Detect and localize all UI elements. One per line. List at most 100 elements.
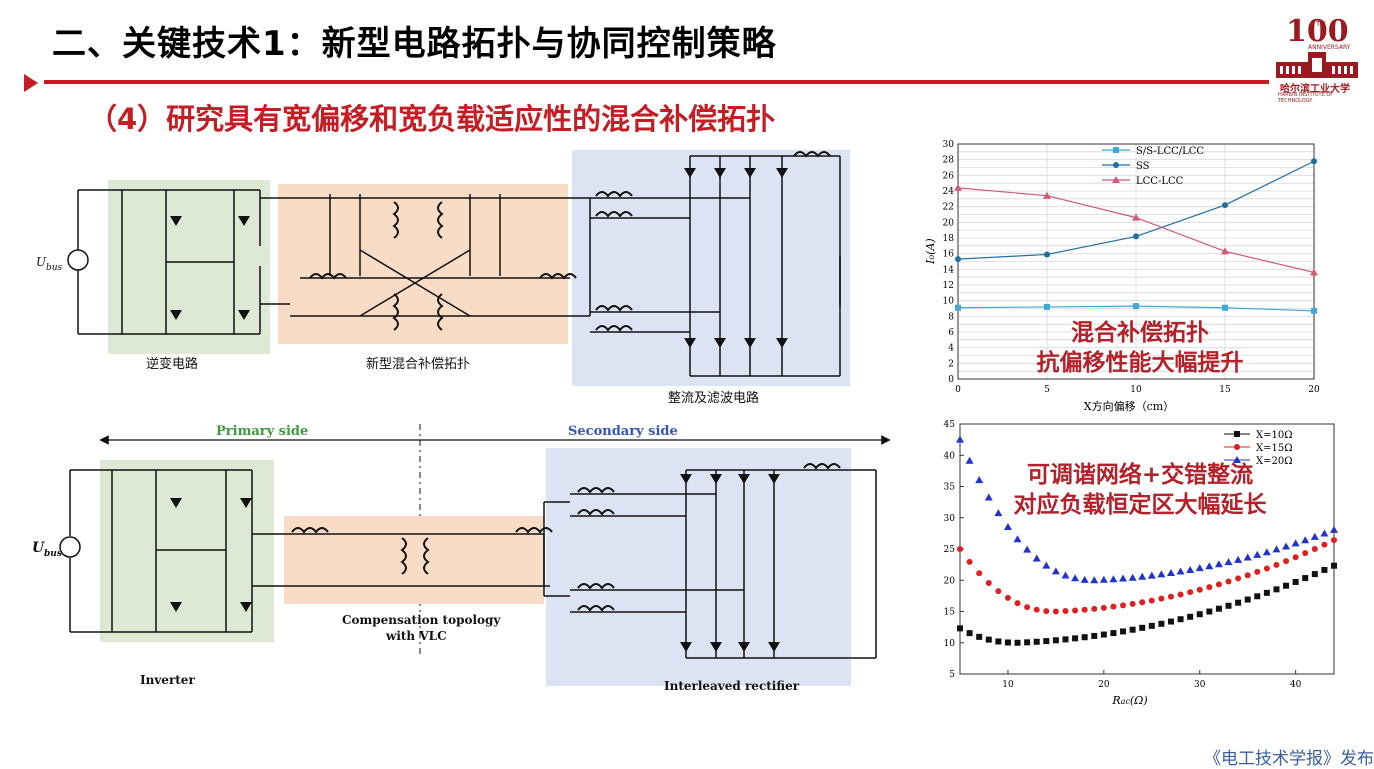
data-point (1311, 307, 1317, 314)
data-point (1273, 561, 1280, 568)
y-tick-label: 40 (944, 451, 956, 461)
data-point (1253, 550, 1262, 558)
y-axis-label: Io(A) (924, 238, 937, 265)
chart2-annotation: 可调谐网络+交错整流 对应负载恒定区大幅延长 (980, 460, 1300, 520)
data-point (1177, 616, 1184, 623)
legend-marker (1113, 147, 1119, 153)
data-point (1263, 589, 1270, 596)
logo-number: 100 (1286, 14, 1349, 49)
data-point (1158, 595, 1165, 602)
logo-suffix: TH (1316, 20, 1326, 28)
data-point (1320, 529, 1329, 537)
data-point (1043, 191, 1051, 199)
x-axis-label: Rac(Ω) (1111, 694, 1147, 707)
data-point (1235, 599, 1242, 606)
data-point (1235, 575, 1242, 582)
data-point (955, 304, 961, 311)
data-point (1254, 593, 1261, 600)
university-logo: 100 TH ANNIVERSARY 哈尔滨工业大学 HARBIN INSTIT… (1272, 14, 1362, 104)
data-point (1292, 578, 1299, 585)
data-point (1138, 572, 1147, 580)
data-point (1132, 213, 1140, 221)
data-point (1206, 608, 1213, 615)
bottom-circuit-diagram: Primary side Secondary side U bus Invert… (32, 424, 891, 693)
data-point (1013, 535, 1022, 543)
y-tick-label: 28 (943, 156, 955, 166)
chart1-annotation: 混合补偿拓扑 抗偏移性能大幅提升 (1010, 318, 1270, 378)
data-point (1024, 604, 1031, 611)
data-point (1157, 570, 1166, 578)
data-point (1033, 606, 1040, 613)
x-tick-label: 10 (1002, 680, 1014, 690)
data-point (1128, 573, 1137, 581)
y-tick-label: 8 (948, 312, 954, 322)
logo-name-en: HARBIN INSTITUTE OF TECHNOLOGY (1278, 92, 1334, 104)
data-point (1139, 599, 1146, 606)
data-point (1043, 638, 1050, 645)
chart2-annotation-line2: 对应负载恒定区大幅延长 (1013, 492, 1267, 518)
x-tick-label: 30 (1194, 680, 1206, 690)
data-point (976, 633, 983, 640)
data-point (1129, 600, 1136, 607)
data-point (985, 636, 992, 643)
data-point (1186, 565, 1195, 573)
x-tick-label: 40 (1290, 680, 1302, 690)
data-point (1321, 541, 1328, 548)
y-tick-label: 20 (943, 218, 955, 228)
data-point (1330, 525, 1338, 533)
data-point (1051, 567, 1060, 575)
data-point (1091, 605, 1098, 612)
y-tick-label: 30 (943, 140, 955, 150)
label-compensation-2: with VLC (385, 629, 447, 643)
data-point (975, 476, 984, 484)
legend-label: X=20Ω (1256, 456, 1293, 467)
data-point (1044, 303, 1050, 310)
data-point (1032, 554, 1041, 562)
data-point (1301, 536, 1310, 544)
data-point (957, 625, 963, 632)
data-point (1177, 591, 1184, 598)
data-point (1110, 603, 1117, 610)
legend-marker (1234, 444, 1240, 450)
data-point (1222, 304, 1228, 311)
legend-label: X=15Ω (1256, 443, 1293, 454)
label-compensation: 新型混合补偿拓扑 (366, 356, 470, 372)
compensation-region (284, 516, 544, 604)
y-tick-label: 18 (943, 234, 955, 244)
data-point (954, 183, 962, 191)
secondary-side-label: Secondary side (568, 424, 678, 439)
data-point (1166, 569, 1175, 577)
label-rectifier: 整流及滤波电路 (668, 390, 759, 406)
data-point (1052, 608, 1059, 615)
data-point (1133, 303, 1139, 310)
data-point (1244, 572, 1251, 579)
data-point (994, 509, 1003, 517)
rectifier-region (572, 150, 850, 386)
data-point (1221, 247, 1229, 255)
data-point (1072, 607, 1079, 614)
y-tick-label: 30 (944, 514, 956, 524)
data-point (1167, 618, 1174, 625)
data-point (1311, 158, 1317, 165)
label-inverter: Inverter (140, 673, 195, 687)
x-tick-label: 20 (1308, 385, 1320, 395)
legend-label: SS (1136, 161, 1150, 172)
section-subtitle: （4）研究具有宽偏移和宽负载适应性的混合补偿拓扑 (88, 102, 776, 136)
source-subscript: bus (44, 549, 62, 559)
data-point (1310, 532, 1319, 540)
data-point (1215, 605, 1222, 612)
title-underline (44, 80, 1269, 84)
data-point (1061, 571, 1070, 579)
data-point (1148, 622, 1155, 629)
data-point (1014, 639, 1021, 646)
y-tick-label: 24 (943, 187, 955, 197)
y-tick-label: 14 (943, 265, 955, 275)
legend-marker (1234, 431, 1240, 437)
x-tick-label: 10 (1130, 385, 1142, 395)
data-point (1072, 635, 1079, 642)
rectifier-region (546, 448, 851, 686)
data-point (1080, 575, 1089, 583)
title-marker (24, 74, 38, 92)
